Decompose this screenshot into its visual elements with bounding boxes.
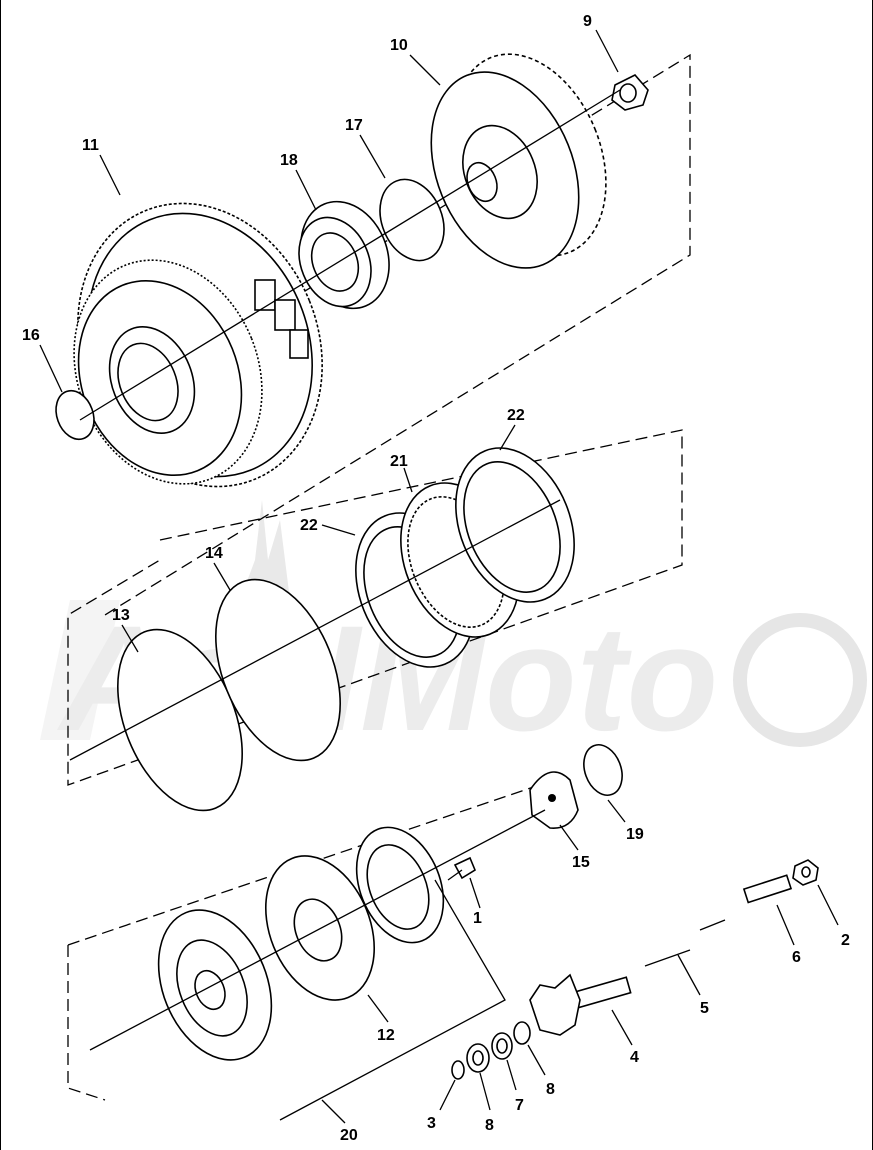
callout-9: 9 [583,13,592,30]
clutch-hub [430,53,607,269]
retaining-ring-3 [451,1060,465,1080]
bearing-7 [491,1032,513,1060]
upper-axis-line [79,89,621,421]
callout-4: 4 [630,1049,639,1066]
callout-7: 7 [515,1097,524,1114]
assembly-bracket-20 [279,879,506,1121]
spring-seat-20 [157,909,273,1061]
callout-17: 17 [345,117,363,134]
callout-20: 20 [340,1127,358,1144]
callout-3: 3 [427,1115,436,1132]
middle-axis-line [69,499,561,761]
callout-10: 10 [390,37,408,54]
callout-8-lower: 8 [485,1117,494,1134]
clutch-shell [73,202,323,488]
retaining-ring-16 [55,389,95,441]
adjusting-screw-6 [742,874,793,904]
snap-ring-19 [583,744,623,796]
nut-9 [611,74,649,111]
watermark-letter-shape [40,600,120,740]
callout-5: 5 [700,1000,709,1017]
callout-16: 16 [22,327,40,344]
callout-6: 6 [792,949,801,966]
push-rod-5 [644,919,726,967]
callout-14: 14 [205,545,223,562]
lower-axis-line [89,809,546,1051]
callout-13: 13 [112,607,130,624]
callout-22-upper: 22 [507,407,525,424]
bearing [298,200,390,310]
callout-19: 19 [626,826,644,843]
callout-12: 12 [377,1027,395,1044]
snap-ring-17 [379,178,445,262]
leader-lines [39,29,839,1124]
callout-8-upper: 8 [546,1081,555,1098]
watermark-wheel [733,613,867,747]
release-shaft-4 [529,973,632,1036]
callout-labels: 1 2 3 4 5 6 7 8 8 9 10 11 12 13 14 15 16… [22,13,850,1144]
callout-18: 18 [280,152,298,169]
washer-8b [466,1043,490,1073]
callout-2: 2 [841,932,850,949]
watermark-church-shape [240,500,290,600]
callout-22-lower: 22 [300,517,318,534]
callout-11: 11 [82,137,99,154]
adjuster-plate-15 [529,771,579,829]
callout-21: 21 [390,453,408,470]
jam-nut-2 [792,859,819,886]
assembly-outline-middle [67,429,683,786]
bolt-1 [447,856,477,881]
callout-15: 15 [572,854,590,871]
callout-1: 1 [473,910,482,927]
o-ring-14 [215,578,341,762]
friction-plate-22-rear [455,447,575,603]
washer-8a [513,1021,531,1045]
